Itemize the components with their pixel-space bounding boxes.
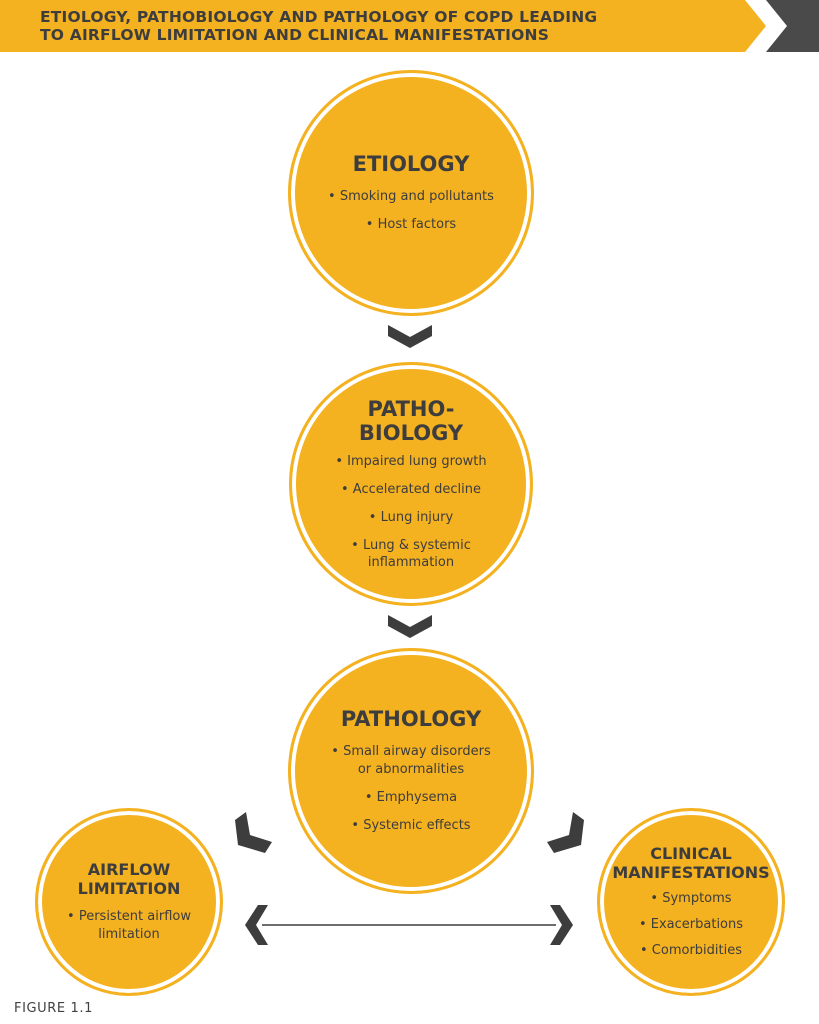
chevron-down-icon	[388, 325, 432, 348]
pathobiology-title: PATHO- BIOLOGY	[358, 397, 464, 445]
etiology-title: ETIOLOGY	[352, 152, 470, 176]
etiology-circle: ETIOLOGY • Smoking and pollutants • Host…	[288, 70, 534, 316]
pathobiology-circle: PATHO- BIOLOGY • Impaired lung growth • …	[289, 362, 533, 606]
figure-title-line-1: ETIOLOGY, PATHOBIOLOGY AND PATHOLOGY OF …	[40, 8, 598, 26]
chevron-diagonal-icon	[235, 812, 272, 853]
clinical-item: • Exacerbations	[638, 917, 744, 932]
chevron-diagonal-icon	[547, 812, 584, 853]
clinical-manifestations-title: CLINICAL MANIFESTATIONS	[612, 844, 770, 882]
pathobiology-item: • Accelerated decline	[340, 482, 481, 497]
header-banner: ETIOLOGY, PATHOBIOLOGY AND PATHOLOGY OF …	[0, 0, 819, 52]
etiology-item: • Smoking and pollutants	[328, 189, 494, 204]
etiology-item: • Host factors	[365, 217, 457, 232]
clinical-manifestations-circle: CLINICAL MANIFESTATIONS • Symptoms • Exa…	[597, 808, 785, 996]
clinical-item: • Symptoms	[650, 891, 732, 906]
airflow-limitation-circle: AIRFLOW LIMITATION • Persistent airflow …	[35, 808, 223, 996]
pathology-title: PATHOLOGY	[340, 707, 482, 731]
airflow-limitation-title: AIRFLOW LIMITATION	[77, 860, 181, 898]
chevron-right-icon	[550, 905, 573, 945]
pathology-item: • Emphysema	[364, 790, 458, 805]
figure-title: ETIOLOGY, PATHOBIOLOGY AND PATHOLOGY OF …	[40, 8, 597, 44]
airflow-item: • Persistent airflow limitation	[67, 909, 191, 942]
pathobiology-item: • Lung injury	[368, 510, 454, 525]
pathology-item: • Systemic effects	[351, 818, 471, 833]
pathobiology-item: • Lung & systemic inflammation	[351, 538, 471, 570]
banner-shape	[0, 0, 819, 52]
chevron-left-icon	[245, 905, 268, 945]
clinical-item: • Comorbidities	[639, 943, 742, 958]
figure-title-line-2: TO AIRFLOW LIMITATION AND CLINICAL MANIF…	[40, 26, 550, 44]
pathology-item: • Small airway disorders or abnormalitie…	[331, 744, 491, 777]
pathology-circle: PATHOLOGY • Small airway disorders or ab…	[288, 648, 534, 894]
chevron-down-icon	[388, 615, 432, 638]
pathobiology-item: • Impaired lung growth	[335, 454, 487, 469]
figure-label: FIGURE 1.1	[14, 1001, 93, 1016]
